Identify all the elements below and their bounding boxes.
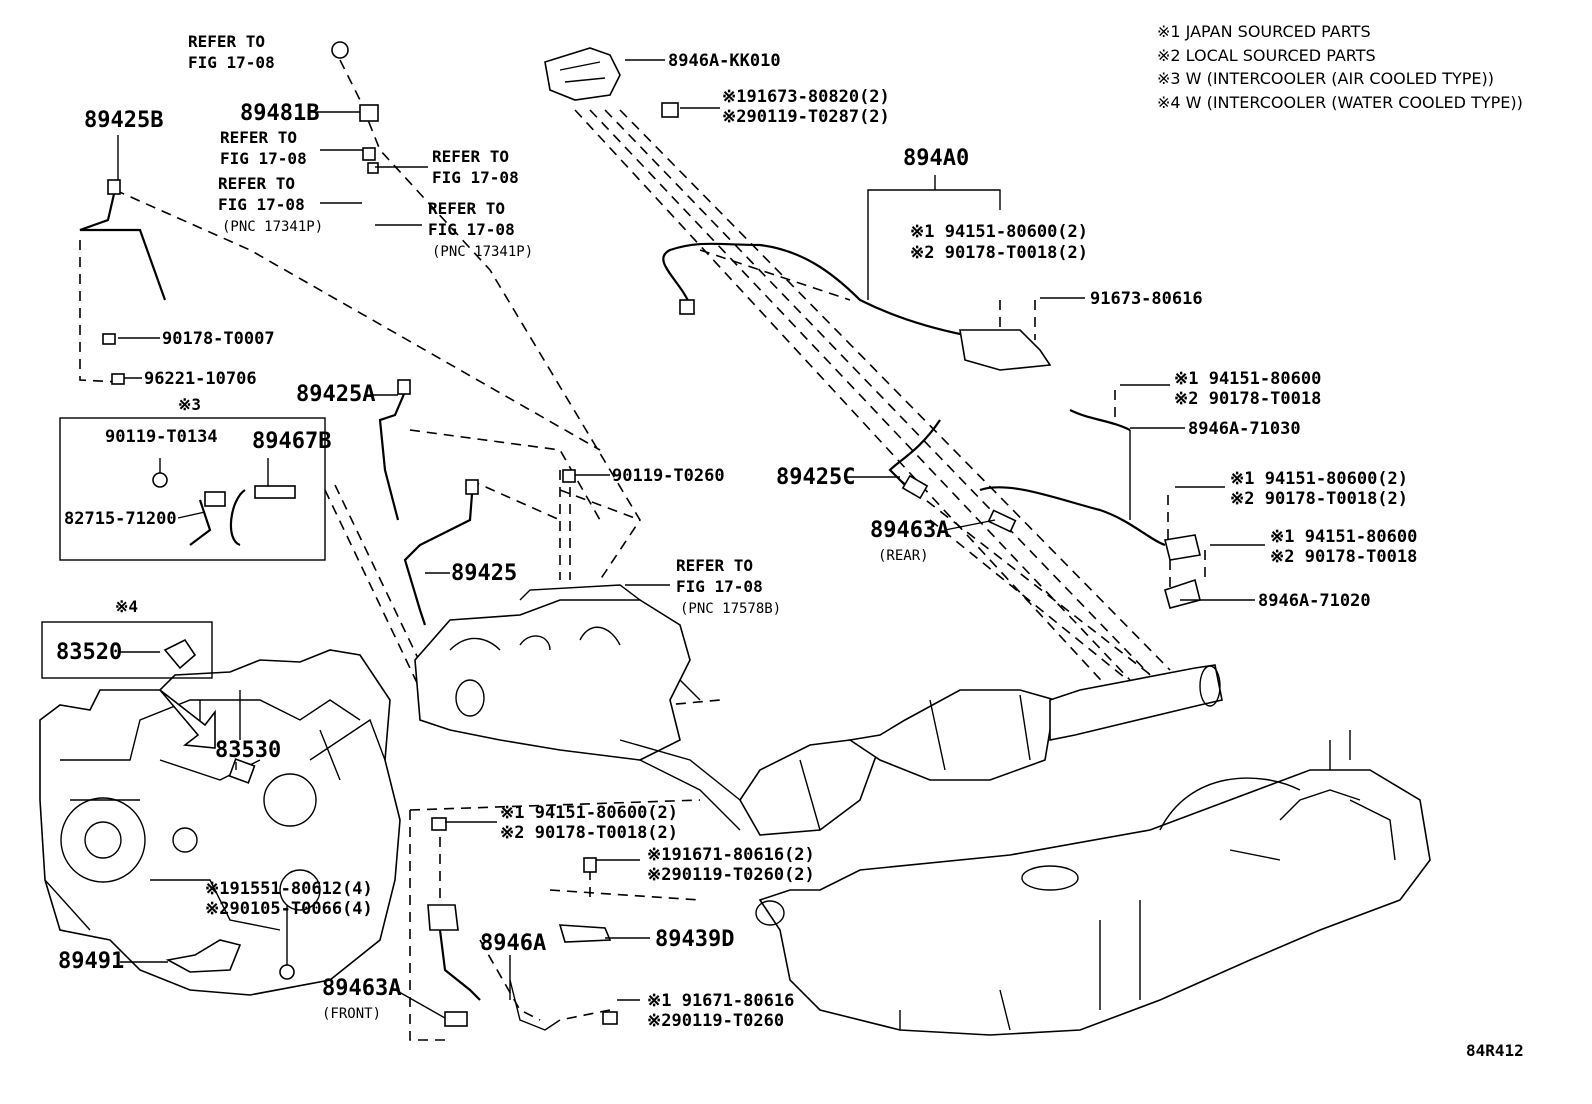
part-8946a-71030[interactable]: 8946A-71030	[1188, 419, 1301, 439]
pnc-17341p-a: (PNC 17341P)	[222, 219, 323, 235]
part-90178-t0018-d[interactable]: ※2 90178-T0018	[1270, 547, 1417, 567]
part-90119-t0260-upper[interactable]: 90119-T0260	[612, 466, 725, 486]
refer-c-line2[interactable]: FIG 17-08	[218, 195, 305, 214]
part-89425b[interactable]: 89425B	[84, 108, 163, 133]
box-intercooler-water	[41, 621, 213, 679]
exhaust-system	[739, 664, 1223, 836]
part-96221-10706[interactable]: 96221-10706	[144, 369, 257, 389]
pnc-17341p-b: (PNC 17341P)	[432, 244, 533, 260]
part-90178-t0018-2c[interactable]: ※2 90178-T0018(2)	[1230, 489, 1408, 509]
part-94151-80600-2c[interactable]: ※1 94151-80600(2)	[1230, 469, 1408, 489]
part-91673-80616[interactable]: 91673-80616	[1090, 289, 1203, 309]
part-89467b[interactable]: 89467B	[252, 429, 331, 454]
part-89425a[interactable]: 89425A	[296, 382, 375, 407]
refer-a-line2[interactable]: FIG 17-08	[220, 149, 307, 168]
part-labels: REFER TO FIG 17-08 89481B REFER TO FIG 1…	[56, 32, 1524, 1060]
part-94151-80600-d[interactable]: ※1 94151-80600	[1270, 527, 1417, 547]
fuel-tank	[755, 730, 1431, 1036]
sensor-89425b	[79, 179, 167, 385]
part-91551-80612-4[interactable]: ※191551-80612(4)	[205, 879, 373, 899]
refer-e-line2[interactable]: FIG 17-08	[676, 577, 763, 596]
guide-lines	[79, 59, 1206, 1041]
note-1: ※1 JAPAN SOURCED PARTS	[1157, 22, 1371, 41]
notes-legend: ※1 JAPAN SOURCED PARTS ※2 LOCAL SOURCED …	[1157, 22, 1523, 112]
part-90178-t0018-2e[interactable]: ※2 90178-T0018(2)	[500, 823, 678, 843]
wire-harness-894a0	[662, 242, 1201, 609]
front-sensor-brackets	[165, 817, 618, 1031]
label-rear: (REAR)	[878, 548, 929, 564]
part-90119-t0287[interactable]: ※290119-T0287(2)	[722, 107, 890, 127]
refer-e-line1[interactable]: REFER TO	[676, 556, 753, 575]
part-90105-t0066-4[interactable]: ※290105-T0066(4)	[205, 899, 373, 919]
sensor-89481b	[331, 41, 379, 174]
part-94151-80600-2a[interactable]: ※1 94151-80600(2)	[910, 222, 1088, 242]
part-8946a[interactable]: 8946A	[480, 931, 546, 956]
leader-lines	[117, 59, 1265, 1019]
part-89439d[interactable]: 89439D	[655, 927, 734, 952]
refer-b-line1[interactable]: REFER TO	[432, 147, 509, 166]
part-89463a-front[interactable]: 89463A	[322, 976, 401, 1001]
part-94151-80600-b[interactable]: ※1 94151-80600	[1174, 369, 1321, 389]
part-89491[interactable]: 89491	[58, 949, 124, 974]
note-marker-4: ※4	[115, 597, 138, 616]
refer-top-line1[interactable]: REFER TO	[188, 32, 265, 51]
part-90178-t0018-2a[interactable]: ※2 90178-T0018(2)	[910, 243, 1088, 263]
part-90119-t0134[interactable]: 90119-T0134	[105, 427, 218, 447]
part-90178-t0018-b[interactable]: ※2 90178-T0018	[1174, 389, 1321, 409]
refer-top-line2[interactable]: FIG 17-08	[188, 53, 275, 72]
part-90178-t0007[interactable]: 90178-T0007	[162, 329, 275, 349]
refer-d-line2[interactable]: FIG 17-08	[428, 220, 515, 239]
part-83520[interactable]: 83520	[56, 640, 122, 665]
transmission-assembly	[414, 584, 741, 831]
note-marker-3: ※3	[178, 395, 201, 414]
part-894a0[interactable]: 894A0	[903, 146, 969, 171]
sensor-89425a	[378, 379, 576, 626]
part-94151-80600-2e[interactable]: ※1 94151-80600(2)	[500, 803, 678, 823]
part-91673-80820[interactable]: ※191673-80820(2)	[722, 87, 890, 107]
part-89425[interactable]: 89425	[451, 561, 517, 586]
note-3: ※3 W (INTERCOOLER (AIR COOLED TYPE))	[1157, 69, 1494, 88]
part-82715-71200[interactable]: 82715-71200	[64, 509, 177, 529]
part-91671-80616[interactable]: ※1 91671-80616	[647, 991, 794, 1011]
part-89481b[interactable]: 89481B	[240, 101, 319, 126]
box-intercooler-air	[59, 417, 326, 561]
part-90119-t0260-2[interactable]: ※290119-T0260(2)	[647, 865, 815, 885]
part-8946a-kk010[interactable]: 8946A-KK010	[668, 51, 781, 71]
note-4: ※4 W (INTERCOOLER (WATER COOLED TYPE))	[1157, 93, 1523, 112]
part-8946a-71020[interactable]: 8946A-71020	[1258, 591, 1371, 611]
label-front: (FRONT)	[322, 1006, 381, 1022]
illustration-id: 84R412	[1466, 1041, 1524, 1060]
part-89425c[interactable]: 89425C	[776, 465, 855, 490]
note-2: ※2 LOCAL SOURCED PARTS	[1157, 46, 1376, 65]
refer-d-line1[interactable]: REFER TO	[428, 199, 505, 218]
bracket-8946a-kk010	[544, 47, 679, 118]
pnc-17578b: (PNC 17578B)	[680, 601, 781, 617]
part-91671-80616-2[interactable]: ※191671-80616(2)	[647, 845, 815, 865]
part-89463a-rear[interactable]: 89463A	[870, 518, 949, 543]
refer-a-line1[interactable]: REFER TO	[220, 128, 297, 147]
refer-c-line1[interactable]: REFER TO	[218, 174, 295, 193]
part-90119-t0260-lower[interactable]: ※290119-T0260	[647, 1011, 784, 1031]
refer-b-line2[interactable]: FIG 17-08	[432, 168, 519, 187]
rear-sensor-harness	[888, 409, 1201, 561]
part-83530[interactable]: 83530	[215, 738, 281, 763]
